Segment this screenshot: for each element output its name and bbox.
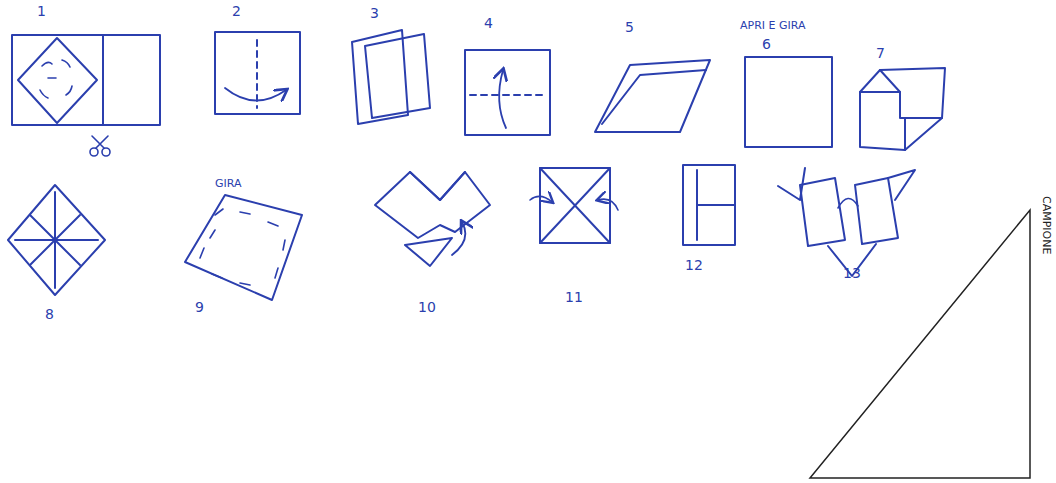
template-label: CAMPIONE (1041, 196, 1052, 254)
step-number: 7 (876, 46, 885, 60)
step-number: 8 (45, 307, 54, 321)
instruction-note: APRI E GIRA (740, 20, 805, 31)
step-number: 3 (370, 6, 379, 20)
step-number: 4 (484, 16, 493, 30)
step-number: 1 (37, 4, 46, 18)
step-number: 6 (762, 37, 771, 51)
step-number: 11 (565, 290, 583, 304)
step-number: 10 (418, 300, 436, 314)
step-number: 2 (232, 4, 241, 18)
step-number: 9 (195, 300, 204, 314)
template-triangle (810, 210, 1030, 478)
step-number: 5 (625, 20, 634, 34)
step-number: 13 (843, 266, 861, 280)
instruction-note: GIRA (215, 178, 242, 189)
step-number: 12 (685, 258, 703, 272)
